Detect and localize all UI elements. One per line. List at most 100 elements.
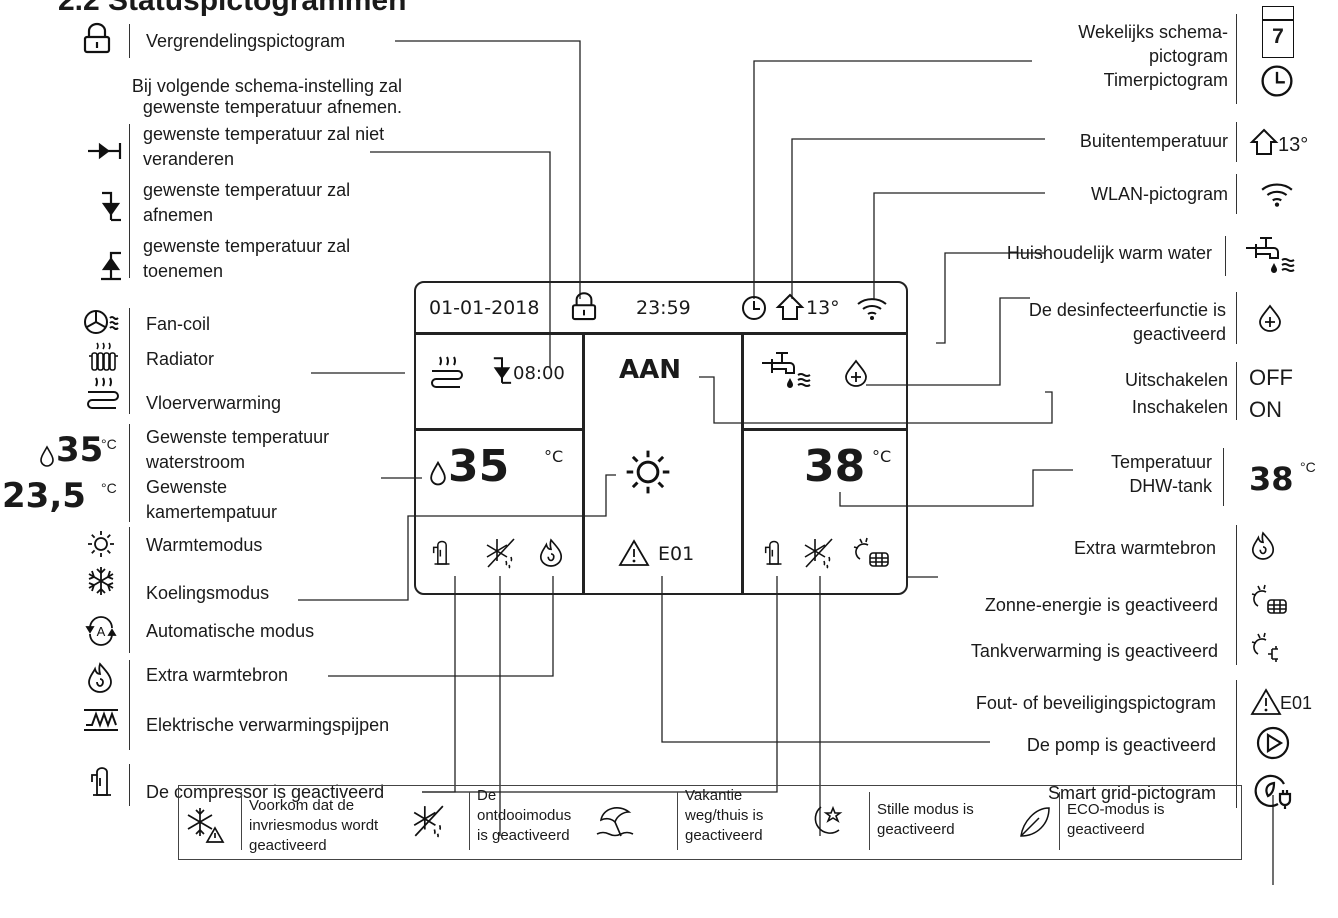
separator — [1236, 122, 1237, 162]
panel-trend-down-icon — [493, 357, 512, 384]
panel-water-temp: 35 — [448, 441, 510, 492]
off-label: Uitschakelen — [1124, 370, 1228, 390]
error-warning-icon — [1250, 688, 1282, 715]
extra-heat-label-left: Extra warmtebron — [146, 665, 289, 685]
trend-same-label: gewenste temperatuur zal niet veranderen — [143, 124, 385, 169]
wlan-label: WLAN-pictogram — [1090, 184, 1228, 204]
silent-mode-icon — [814, 805, 843, 834]
panel-compressor-icon — [432, 540, 450, 565]
tank-temp-value: 38 — [1249, 460, 1294, 498]
compressor-label: De compressor is geactiveerd — [146, 782, 385, 802]
panel-lock-icon — [571, 292, 597, 321]
panel-defrost-icon-2 — [804, 538, 833, 569]
defrost-icon — [413, 805, 444, 838]
panel-outdoor-icon — [775, 293, 805, 320]
water-drop-icon — [40, 445, 54, 467]
radiator-label: Radiator — [146, 349, 215, 369]
panel-timer-icon — [742, 296, 766, 320]
trend-same-icon — [88, 142, 122, 160]
solar-icon — [1251, 584, 1287, 614]
separator — [1236, 525, 1237, 665]
eco-mode-label: ECO-modus is geactiveerd — [1067, 801, 1165, 838]
legend-box: Voorkom dat de invriesmodus wordt geacti… — [178, 785, 1242, 860]
lock-icon — [83, 22, 111, 54]
panel-water-unit: °C — [544, 447, 564, 466]
on-value: ON — [1249, 397, 1282, 422]
auto-mode-icon: A — [85, 616, 117, 646]
separator — [869, 792, 870, 850]
pump-icon — [1256, 726, 1290, 760]
panel-compressor-icon-2 — [764, 540, 782, 565]
snowflake-icon — [88, 567, 114, 595]
tank-temp-label: Temperatuur DHW-tank — [1110, 452, 1212, 496]
extra-heat-icon — [88, 662, 112, 693]
smart-grid-icon — [1254, 774, 1292, 809]
trend-up-icon — [101, 251, 121, 281]
separator — [1236, 174, 1237, 214]
separator — [129, 424, 130, 522]
lock-label: Vergrendelingspictogram — [146, 31, 346, 51]
holiday-icon — [596, 807, 634, 837]
separator — [1225, 236, 1226, 276]
panel-schedule-time: 08:00 — [513, 363, 565, 384]
separator — [1236, 292, 1237, 344]
separator — [469, 792, 470, 850]
panel-error-icon — [618, 539, 650, 566]
page-heading: 2.2 Statuspictogrammen — [58, 0, 407, 17]
pump-label: De pomp is geactiveerd — [1026, 735, 1216, 755]
compressor-icon — [91, 767, 111, 796]
eco-leaf-icon — [1020, 807, 1050, 837]
separator — [129, 24, 130, 58]
panel-floor-heating-icon — [431, 356, 463, 388]
room-temp-unit: °C — [101, 480, 117, 496]
extra-heat-icon-right — [1251, 531, 1275, 560]
frost-protect-label: Voorkom dat de invriesmodus wordt geacti… — [249, 797, 379, 854]
room-temp-label: Gewenste kamertempatuur — [146, 477, 278, 522]
error-code-right: E01 — [1280, 693, 1313, 713]
dhw-label: Huishoudelijk warm water — [1006, 243, 1212, 263]
electric-heater-icon — [84, 709, 118, 731]
divider — [416, 428, 584, 431]
panel-date: 01-01-2018 — [429, 297, 540, 319]
separator — [677, 792, 678, 850]
panel-water-drop-icon — [430, 460, 446, 486]
water-temp-label: Gewenste temperatuur waterstroom — [146, 427, 330, 472]
electric-heater-label: Elektrische verwarmingspijpen — [146, 715, 390, 735]
trend-down-icon — [101, 191, 121, 222]
divider — [416, 332, 906, 335]
outdoor-value: 13° — [1278, 134, 1309, 156]
panel-solar-icon — [853, 537, 889, 567]
separator — [1236, 14, 1237, 104]
panel-disinfect-icon — [845, 359, 867, 387]
panel-sun-icon — [626, 450, 670, 494]
calendar-icon: 7 — [1262, 6, 1294, 58]
trend-up-label: gewenste temperatuur zal toenemen — [143, 236, 351, 281]
calendar-day: 7 — [1272, 25, 1284, 48]
separator — [1236, 362, 1237, 420]
off-value: OFF — [1249, 365, 1293, 390]
floor-heating-label: Vloerverwarming — [146, 393, 282, 413]
separator — [241, 792, 242, 850]
panel-wifi-icon — [857, 298, 887, 320]
separator — [129, 764, 130, 806]
schedule-note: Bij volgende schema-instelling zal gewen… — [131, 76, 402, 117]
dhw-tap-icon — [1246, 237, 1295, 273]
room-temp-value: 23,5 — [2, 476, 86, 516]
separator — [1223, 448, 1224, 506]
separator — [129, 527, 130, 653]
tank-heater-label: Tankverwarming is geactiveerd — [970, 641, 1218, 661]
frost-protect-icon — [187, 808, 225, 843]
divider — [741, 333, 744, 593]
divider — [743, 428, 906, 431]
solar-label: Zonne-energie is geactiveerd — [984, 595, 1218, 615]
silent-mode-label: Stille modus is geactiveerd — [877, 801, 974, 838]
timer-icon — [1261, 65, 1293, 97]
separator — [1236, 680, 1237, 808]
divider — [582, 333, 585, 593]
holiday-label: Vakantie weg/thuis is geactiveerd — [685, 787, 764, 844]
separator — [1059, 792, 1060, 850]
outdoor-label: Buitentemperatuur — [1079, 131, 1228, 151]
panel-dhw-icon — [762, 352, 811, 388]
panel-tank-unit: °C — [872, 447, 892, 466]
